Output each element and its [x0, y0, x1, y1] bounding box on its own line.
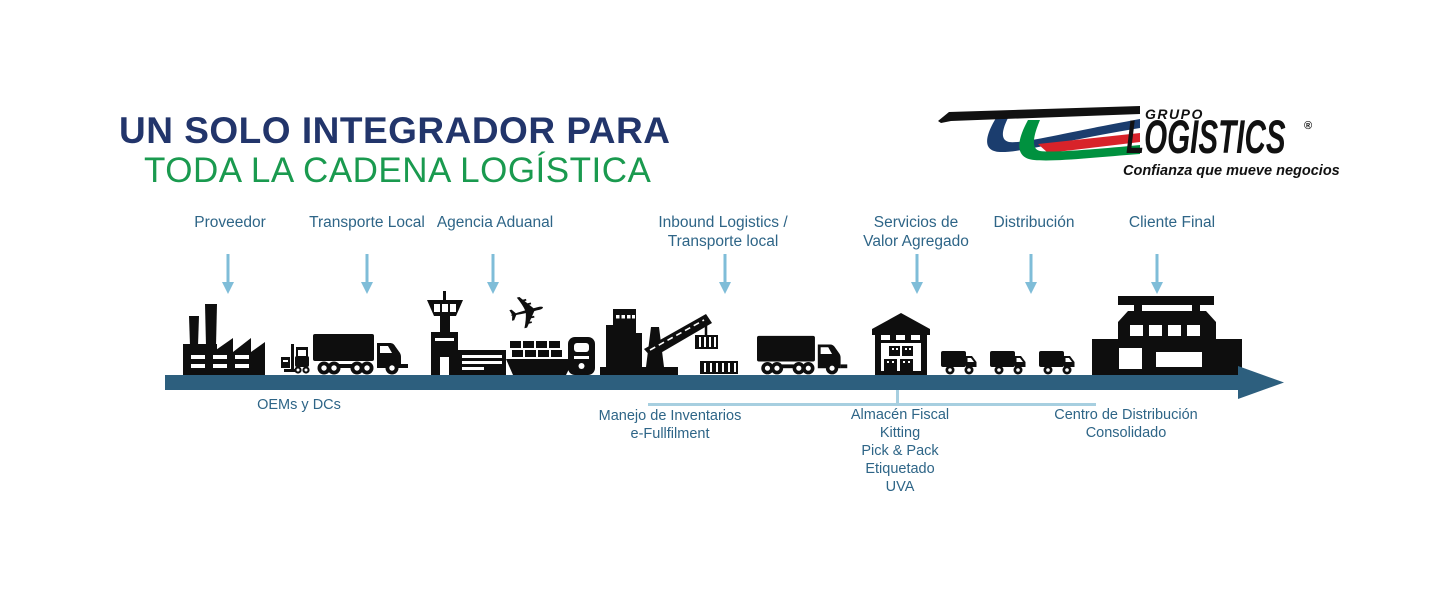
logo-swoosh-icon: [938, 106, 1140, 161]
annotation-manejo-inventarios: Manejo de Inventarios e-Fullfilment: [598, 408, 742, 442]
logo-registered-mark: ®: [1304, 120, 1313, 132]
semi-truck-icon: [757, 330, 852, 376]
main-title-line2: TODA LA CADENA LOGÍSTICA: [144, 151, 652, 190]
stage-label-proveedor: Proveedor: [194, 214, 266, 231]
stage-label-cliente-final: Cliente Final: [1128, 214, 1216, 231]
down-arrow-icon: [909, 254, 925, 299]
warehouse-icon: [872, 313, 930, 375]
delivery-van-icon: [941, 348, 977, 375]
down-arrow-icon: [220, 254, 236, 299]
bracket-line: [648, 403, 1096, 406]
delivery-van-icon: [1039, 348, 1075, 375]
factory-icon: [183, 302, 265, 375]
logo-grupo-text: GRUPO: [1145, 106, 1204, 122]
forklift-icon: [281, 344, 311, 374]
down-arrow-icon: [485, 254, 501, 299]
down-arrow-icon: [1023, 254, 1039, 299]
svg-text:✈: ✈: [502, 291, 552, 343]
annotation-almacen-fiscal: Almacén Fiscal Kitting Pick & Pack Etiqu…: [850, 407, 950, 495]
main-title-line1: UN SOLO INTEGRADOR PARA: [119, 110, 671, 151]
annotation-centro-distribucion: Centro de Distribución Consolidado: [1054, 407, 1198, 441]
stage-label-transporte-local: Transporte Local: [309, 214, 425, 231]
airport-ship-train-icon: ✈: [422, 291, 596, 375]
distribution-center-icon: [1092, 296, 1242, 375]
stage-label-distribucion: Distribución: [993, 214, 1075, 231]
stage-label-servicios-valor: Servicios de Valor Agregado: [863, 214, 969, 250]
delivery-van-icon: [990, 348, 1026, 375]
logo-tagline: Confianza que mueve negocios: [1123, 163, 1340, 179]
timeline-arrowhead-icon: [1238, 366, 1284, 404]
stage-label-agencia-aduanal: Agencia Aduanal: [436, 214, 554, 231]
bracket-tick: [896, 390, 899, 403]
down-arrow-icon: [717, 254, 733, 299]
port-crane-icon: [600, 297, 740, 375]
down-arrow-icon: [359, 254, 375, 299]
timeline-bar: [165, 375, 1242, 390]
annotation-oems: OEMs y DCs: [257, 397, 341, 413]
semi-truck-icon: [313, 328, 413, 376]
grupo-logistics-logo: GRUPO LOGISTICS ® Confianza que mueve ne…: [938, 106, 1340, 180]
stage-label-inbound-logistics: Inbound Logistics / Transporte local: [658, 214, 788, 250]
down-arrow-icon: [1149, 254, 1165, 299]
logo-logistics-text: LOGISTICS: [1126, 110, 1286, 163]
